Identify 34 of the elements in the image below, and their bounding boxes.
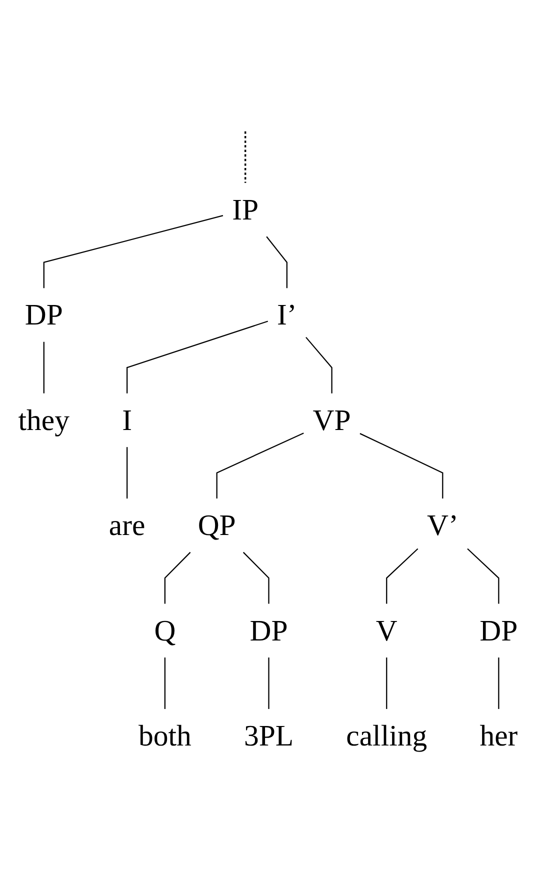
tree-branch <box>242 552 270 604</box>
node-label: V <box>376 614 398 648</box>
node-label: DP <box>250 614 288 648</box>
node-label: QP <box>198 508 236 542</box>
node-label: are <box>108 508 146 542</box>
tree-branch <box>498 658 500 709</box>
node-label: IP <box>232 193 259 226</box>
tree-branch <box>216 432 304 499</box>
node-label: DP <box>24 298 63 332</box>
tree-branch <box>43 215 224 288</box>
tree-branch <box>266 236 288 288</box>
node-label: both <box>138 719 192 752</box>
tree-branch <box>306 336 332 394</box>
tree-branch <box>164 552 191 604</box>
node-label: VP <box>312 404 351 437</box>
tree-branch <box>386 548 418 604</box>
tree-branch <box>360 433 444 499</box>
tree-branch <box>268 658 270 709</box>
node-label: I <box>122 404 132 437</box>
tree-branch <box>126 447 128 499</box>
node-label: Q <box>154 614 176 648</box>
tree-branch <box>386 658 388 709</box>
node-label: her <box>480 719 518 752</box>
node-label: 3PL <box>244 719 294 752</box>
node-label: they <box>18 404 70 437</box>
node-label: I’ <box>277 298 297 332</box>
node-label: V’ <box>426 508 458 542</box>
dotted-line <box>244 131 246 183</box>
node-label: calling <box>346 719 428 752</box>
tree-branch <box>126 320 268 394</box>
tree-branch <box>43 342 44 394</box>
tree-branch <box>467 548 500 604</box>
node-label: DP <box>480 614 518 648</box>
tree-branch <box>164 658 166 709</box>
